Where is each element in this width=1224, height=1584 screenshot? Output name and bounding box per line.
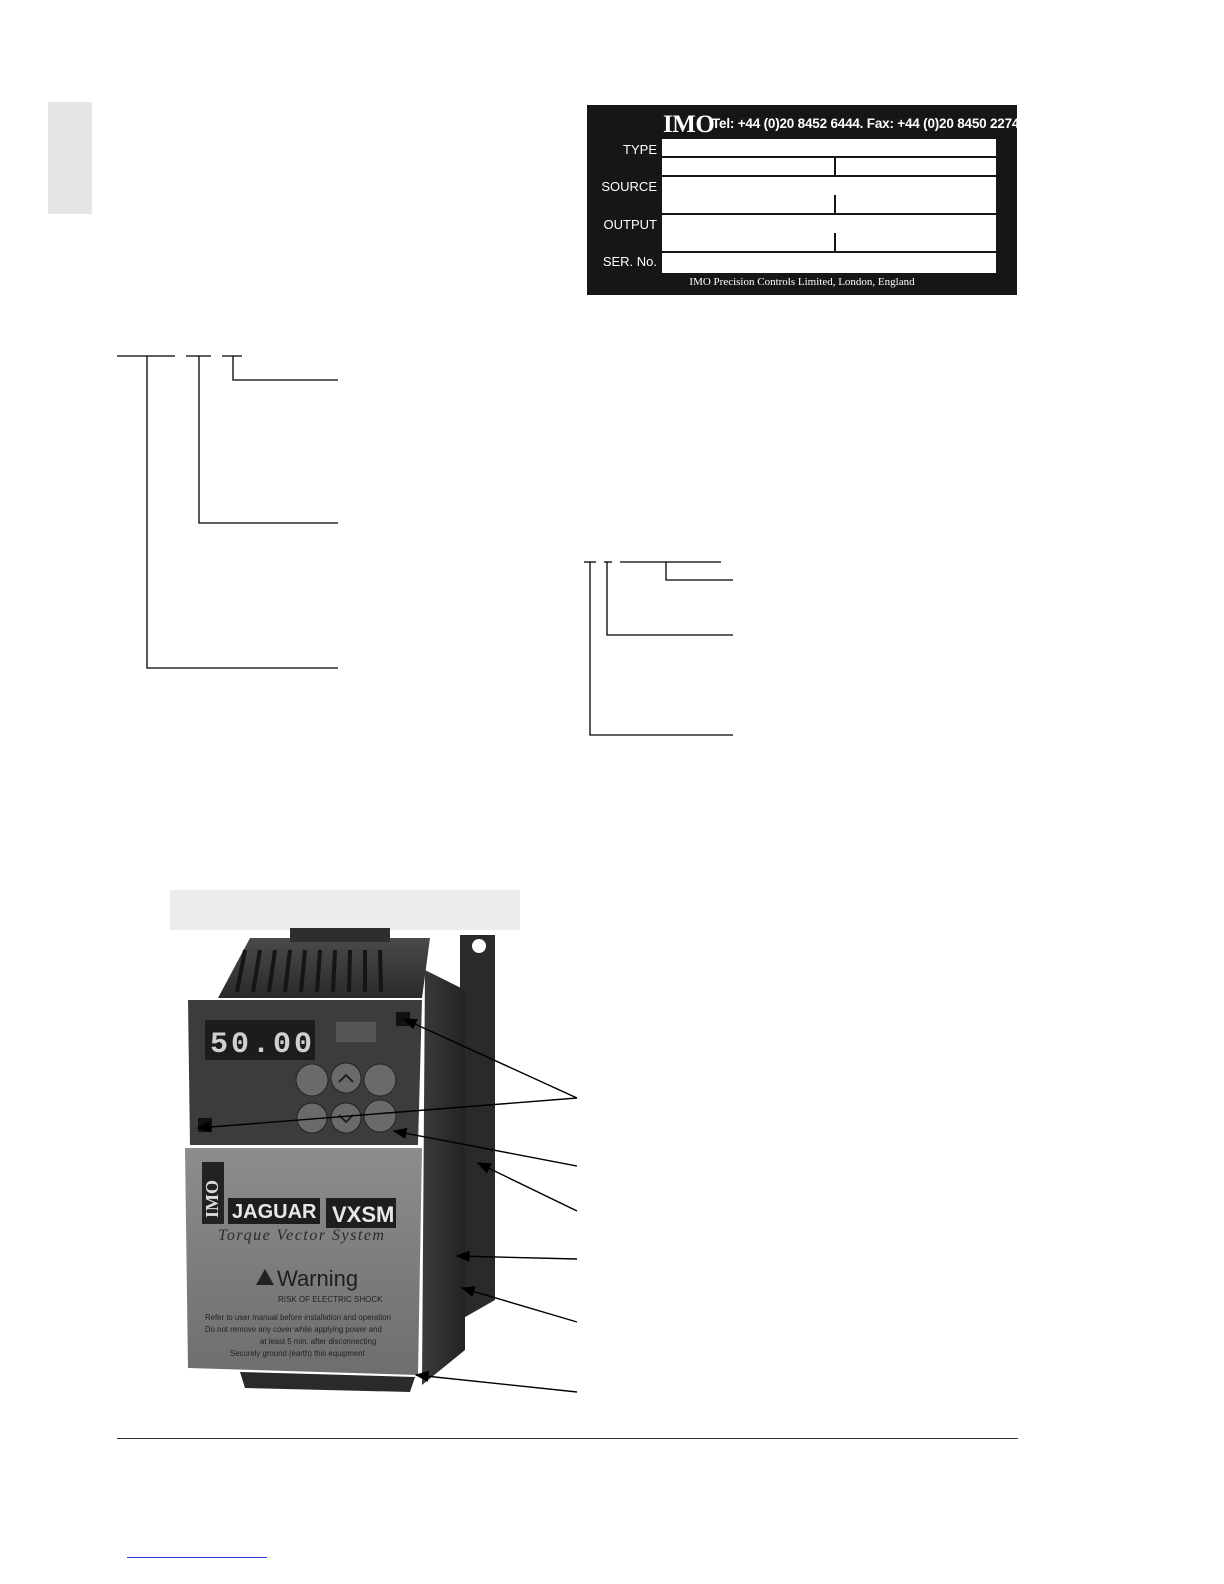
plate-divider bbox=[834, 233, 836, 251]
callout-arrow bbox=[414, 1370, 578, 1393]
warning-subtitle: RISK OF ELECTRIC SHOCK bbox=[278, 1295, 383, 1304]
callout-arrow bbox=[476, 1162, 578, 1212]
svg-text:Securely ground (earth) this e: Securely ground (earth) this equipment bbox=[230, 1349, 366, 1358]
badge-tagline: Torque Vector System bbox=[218, 1227, 385, 1244]
callout-arrow bbox=[460, 1286, 578, 1323]
plate-label-source: SOURCE bbox=[601, 179, 657, 194]
callout-arrow bbox=[402, 1018, 578, 1099]
plate-divider bbox=[834, 158, 836, 175]
plate-field-serial bbox=[662, 253, 996, 273]
plate-contact: Tel: +44 (0)20 8452 6444. Fax: +44 (0)20… bbox=[712, 116, 1020, 131]
footer-link[interactable] bbox=[127, 1557, 267, 1558]
callout-arrow bbox=[455, 1250, 578, 1262]
display-readout: 50.00 bbox=[210, 1028, 315, 1062]
section-tab bbox=[48, 102, 92, 214]
svg-text:at least 5 min. after disconne: at least 5 min. after disconnecting bbox=[260, 1337, 376, 1346]
badge-series: JAGUAR bbox=[232, 1201, 317, 1223]
plate-brand: IMO bbox=[663, 111, 715, 138]
plate-field-type-1 bbox=[662, 139, 996, 156]
svg-text:Do not remove any cover while: Do not remove any cover while applying p… bbox=[205, 1325, 382, 1334]
plate-footer: IMO Precision Controls Limited, London, … bbox=[689, 276, 915, 288]
inverter-photo: 50.00 IMO JAGUAR VXSM Torque Vector Syst… bbox=[160, 880, 540, 1425]
rating-plate: IMO Tel: +44 (0)20 8452 6444. Fax: +44 (… bbox=[587, 105, 1020, 295]
plate-label-type: TYPE bbox=[623, 142, 657, 157]
plate-label-output: OUTPUT bbox=[603, 217, 657, 232]
serial-code-bracket-right bbox=[584, 561, 733, 736]
plate-field-type-2 bbox=[662, 158, 996, 175]
plate-field-source bbox=[662, 177, 996, 213]
callout-arrow bbox=[196, 1097, 578, 1133]
plate-divider bbox=[834, 195, 836, 213]
plate-label-serial: SER. No. bbox=[602, 254, 657, 269]
model-code-bracket-left bbox=[117, 355, 338, 669]
warning-title: Warning bbox=[277, 1266, 358, 1291]
svg-text:Refer to user manual before in: Refer to user manual before installation… bbox=[205, 1313, 391, 1322]
badge-model: VXSM bbox=[332, 1202, 394, 1227]
plate-field-output bbox=[662, 215, 996, 251]
badge-imo: IMO bbox=[202, 1180, 222, 1218]
callout-arrow bbox=[392, 1127, 578, 1167]
footer-rule bbox=[117, 1438, 1018, 1439]
